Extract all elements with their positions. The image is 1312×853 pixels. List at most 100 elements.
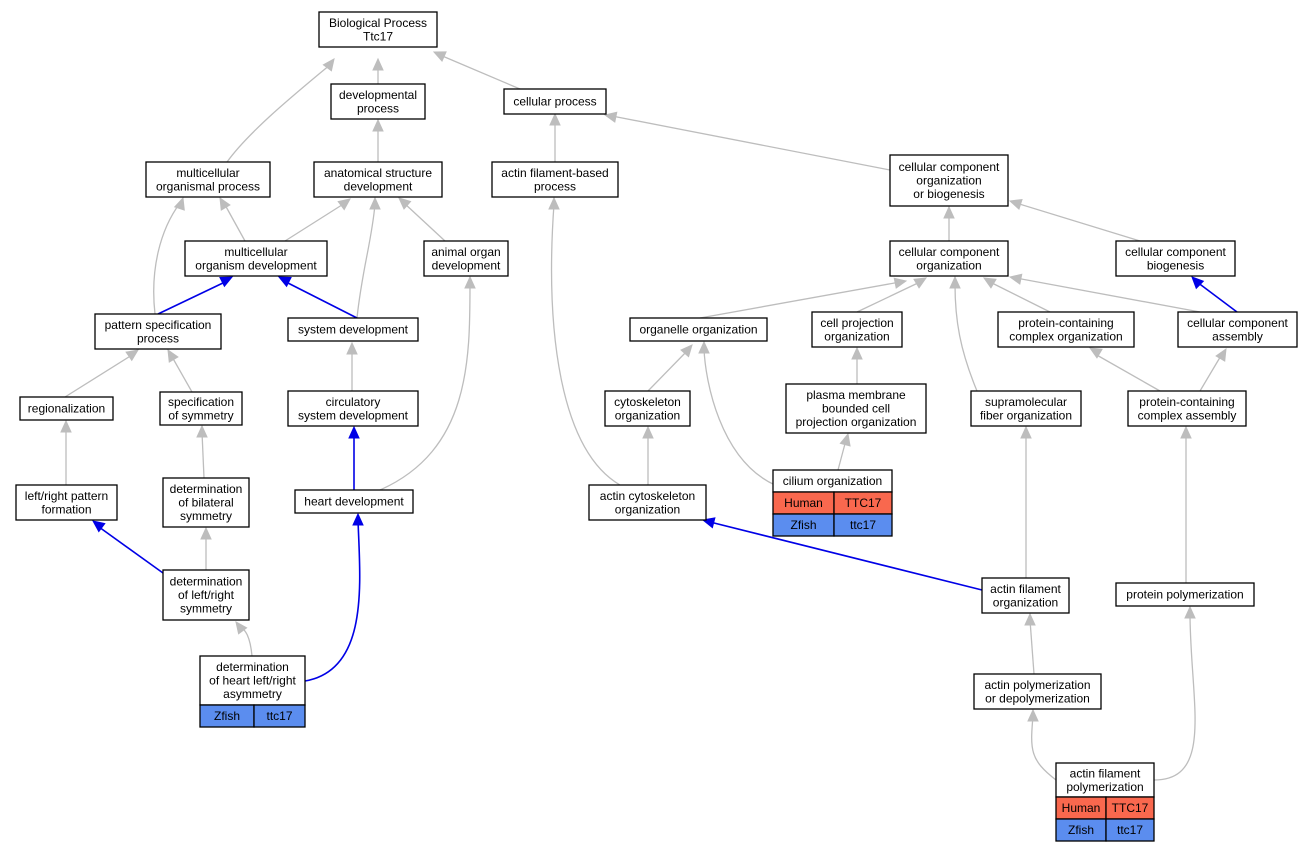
go-term-label: specification [168, 395, 234, 409]
go-term-box [785, 383, 927, 434]
go-term-label: pattern specification [105, 318, 212, 332]
go-term-label: actin filament-based [501, 166, 608, 180]
go-term-label: heart development [304, 495, 404, 509]
edge-35 [703, 347, 776, 486]
edge-arrowhead-26 [851, 346, 863, 360]
go-term-box [162, 477, 250, 528]
go-term-label: symmetry [180, 602, 232, 616]
go-term-label: organization [916, 174, 981, 188]
go-term-label: organismal process [156, 179, 260, 193]
go-term-box [159, 391, 243, 426]
go-term-label: formation [41, 502, 91, 516]
go-term-box [997, 311, 1135, 348]
go-term-box [15, 484, 118, 521]
go-term-label: polymerization [1066, 780, 1143, 794]
gene-label: TTC17 [845, 496, 882, 510]
gene-label: ttc17 [1117, 823, 1143, 837]
go-term-cellproc[interactable]: cellular process [503, 88, 607, 115]
go-term-label: protein polymerization [1126, 588, 1243, 602]
edge-arrowhead-1 [372, 57, 384, 71]
go-term-box [811, 311, 903, 348]
edge-23 [170, 354, 193, 393]
species-label: Zfish [790, 518, 816, 532]
go-term-label: supramolecular [985, 395, 1067, 409]
go-term-label: multicellular [176, 166, 239, 180]
edge-10 [403, 202, 446, 242]
edge-5 [611, 115, 891, 171]
go-term-label: cytoskeleton [614, 395, 681, 409]
go-term-label: organization [615, 408, 680, 422]
go-term-orgorg[interactable]: organelle organization [629, 317, 768, 342]
go-term-label: cellular component [1187, 316, 1288, 330]
go-term-sysdev[interactable]: system development [287, 317, 419, 342]
go-term-label: protein-containing [1139, 395, 1234, 409]
edge-arrowhead-3 [372, 118, 384, 132]
go-term-box [19, 396, 114, 421]
go-term-reg[interactable]: regionalization [19, 396, 114, 421]
go-term-label: determination [216, 660, 289, 674]
go-term-label: of symmetry [168, 408, 233, 422]
edge-13 [157, 281, 226, 315]
go-term-box [629, 317, 768, 342]
edge-arrowhead-8 [337, 198, 351, 211]
edge-2 [439, 54, 521, 90]
edge-arrowhead-32 [642, 425, 654, 439]
edge-arrowhead-42 [352, 512, 364, 526]
edge-arrowhead-35 [698, 340, 710, 354]
go-term-label: organization [916, 258, 981, 272]
edge-arrowhead-33 [839, 432, 851, 447]
edge-arrowhead-15 [464, 275, 476, 289]
go-term-box [94, 313, 222, 350]
go-term-label: cellular process [513, 95, 596, 109]
edge-arrowhead-25 [680, 344, 693, 358]
go-term-box [973, 673, 1102, 710]
go-term-protpoly[interactable]: protein polymerization [1115, 582, 1255, 607]
go-term-label: fiber organization [980, 408, 1072, 422]
go-term-box [287, 317, 419, 342]
go-term-heartdev[interactable]: heart development [294, 489, 414, 514]
go-term-label: plasma membrane [806, 388, 906, 402]
go-term-label: actin filament [1070, 766, 1141, 780]
edge-arrowhead-14 [277, 276, 292, 288]
edge-arrowhead-17 [913, 277, 928, 289]
go-term-box [1177, 311, 1298, 348]
go-term-label: Biological Process [329, 16, 427, 30]
edge-arrowhead-22 [125, 349, 139, 362]
edge-arrowhead-39 [200, 526, 212, 540]
edge-arrowhead-27 [1088, 347, 1103, 359]
edge-9 [356, 203, 376, 319]
edge-arrowhead-0 [322, 58, 335, 72]
gene-label: ttc17 [266, 709, 292, 723]
edge-34 [550, 203, 621, 486]
